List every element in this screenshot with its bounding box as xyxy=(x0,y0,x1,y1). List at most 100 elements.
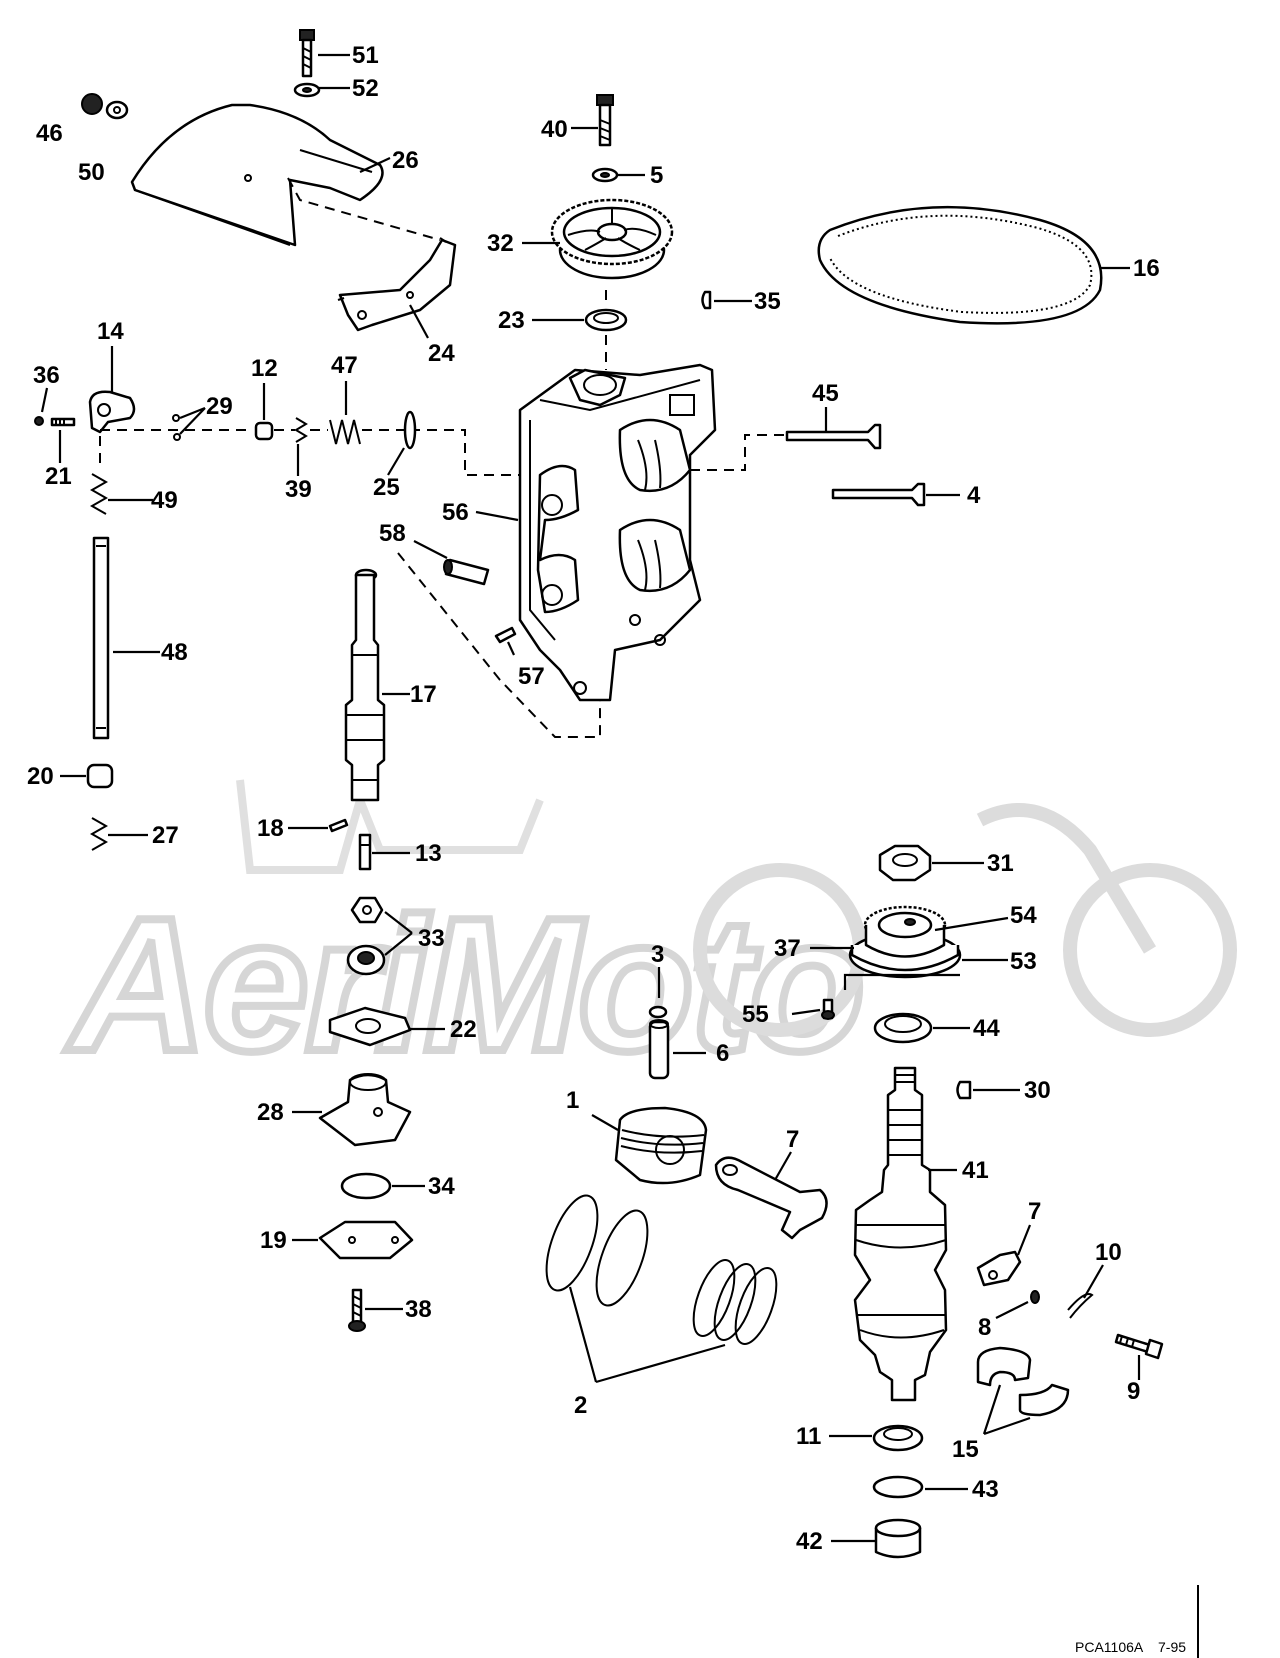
flywheel-screw xyxy=(821,998,835,1020)
head-dowel xyxy=(443,558,490,586)
intake-valve xyxy=(785,423,882,450)
callout-51: 51 xyxy=(352,42,379,69)
callout-40: 40 xyxy=(541,116,568,143)
piston xyxy=(614,1106,708,1185)
callout-48: 48 xyxy=(161,639,188,666)
camshaft-pin xyxy=(328,818,349,833)
callout-labels: 51 52 46 50 26 40 5 32 16 35 23 24 14 36… xyxy=(27,42,1160,1555)
pump-cover xyxy=(318,1220,414,1260)
callout-45: 45 xyxy=(812,380,839,407)
drawing-code-text: PCA1106A xyxy=(1075,1639,1144,1655)
oil-pump-inner-rotor xyxy=(350,896,384,924)
callout-29: 29 xyxy=(206,393,233,420)
callout-21: 21 xyxy=(45,463,72,490)
rocker-washer xyxy=(403,410,417,450)
callout-54: 54 xyxy=(1010,902,1037,929)
callout-46: 46 xyxy=(36,120,63,147)
adjusting-screw xyxy=(50,417,76,427)
callout-24: 24 xyxy=(428,340,455,367)
callout-4: 4 xyxy=(967,482,981,509)
callout-11: 11 xyxy=(796,1423,821,1450)
callout-33: 33 xyxy=(418,925,445,952)
pulley-washer xyxy=(591,167,619,183)
crankshaft xyxy=(853,1066,948,1402)
belt-cover xyxy=(130,103,384,247)
callout-6: 6 xyxy=(716,1040,729,1067)
callout-35: 35 xyxy=(754,288,781,315)
pump-screw xyxy=(348,1288,366,1332)
rod-bolt xyxy=(1114,1333,1164,1360)
leader-lines xyxy=(40,53,1141,1543)
callout-2: 2 xyxy=(574,1392,587,1419)
callout-53: 53 xyxy=(1010,948,1037,975)
camshaft-pulley xyxy=(550,198,674,280)
callout-37: 37 xyxy=(774,935,801,962)
connecting-rod xyxy=(714,1156,828,1240)
callout-47: 47 xyxy=(331,352,358,379)
callout-31: 31 xyxy=(987,850,1014,877)
camshaft xyxy=(344,568,386,802)
crank-bearing-bottom xyxy=(874,1518,922,1559)
callout-36: 36 xyxy=(33,362,60,389)
watermark-text: AeriMoto xyxy=(66,879,861,1091)
pump-housing xyxy=(318,1073,412,1147)
rocker-shaft xyxy=(92,536,110,740)
head-pin xyxy=(494,626,517,644)
callout-8: 8 xyxy=(978,1314,991,1341)
piston-rings xyxy=(545,1194,778,1345)
callout-5: 5 xyxy=(650,162,663,189)
callout-9: 9 xyxy=(1127,1378,1140,1405)
callout-30: 30 xyxy=(1024,1077,1051,1104)
callout-26: 26 xyxy=(392,147,419,174)
callout-57: 57 xyxy=(518,663,545,690)
callout-18: 18 xyxy=(257,815,284,842)
flywheel-hub xyxy=(848,905,962,979)
callout-28: 28 xyxy=(257,1099,284,1126)
callout-38: 38 xyxy=(405,1296,432,1323)
pulley-bolt xyxy=(596,94,614,147)
cover-nut xyxy=(81,93,103,115)
bracket xyxy=(337,237,457,332)
callout-19: 19 xyxy=(260,1227,287,1254)
rocker-clips xyxy=(172,414,181,441)
cover-screw xyxy=(299,29,315,78)
callout-50: 50 xyxy=(78,159,105,186)
cover-washer xyxy=(105,100,129,120)
callout-52: 52 xyxy=(352,75,379,102)
retaining-ring xyxy=(648,1005,668,1019)
callout-16: 16 xyxy=(1133,255,1160,282)
camshaft-seal xyxy=(584,308,628,332)
shaft-spring-top xyxy=(89,473,109,515)
drawing-code: PCA1106A 7-95 xyxy=(1075,1639,1186,1655)
crank-bearing xyxy=(976,1346,1070,1417)
callout-49: 49 xyxy=(151,487,178,514)
watermark: AeriMoto xyxy=(62,779,1237,1095)
callout-25: 25 xyxy=(373,474,400,501)
rod-nut xyxy=(1030,1290,1040,1304)
callout-7-cap: 7 xyxy=(1028,1198,1041,1225)
callout-1: 1 xyxy=(566,1087,579,1114)
shaft-spacer xyxy=(86,763,114,789)
drawing-date-text: 7-95 xyxy=(1158,1639,1186,1655)
flywheel-nut xyxy=(878,844,932,882)
cylinder-head xyxy=(518,363,717,702)
callout-20: 20 xyxy=(27,763,54,790)
crankshaft-key xyxy=(956,1080,972,1100)
callout-27: 27 xyxy=(152,822,179,849)
rocker-spacer xyxy=(254,421,274,441)
callout-14: 14 xyxy=(97,318,124,345)
callout-17: 17 xyxy=(410,681,437,708)
pump-o-ring xyxy=(340,1172,392,1200)
callout-41: 41 xyxy=(962,1157,989,1184)
rocker-spring xyxy=(329,419,361,445)
callout-12: 12 xyxy=(251,355,278,382)
rod-cap xyxy=(976,1250,1022,1287)
cover-washer-top xyxy=(293,82,321,98)
exhaust-valve xyxy=(831,482,926,507)
callout-34: 34 xyxy=(428,1173,455,1200)
rocker-nut xyxy=(34,416,44,426)
callout-43: 43 xyxy=(972,1476,999,1503)
crank-seal-bottom xyxy=(872,1424,924,1452)
pulley-key xyxy=(701,290,712,310)
